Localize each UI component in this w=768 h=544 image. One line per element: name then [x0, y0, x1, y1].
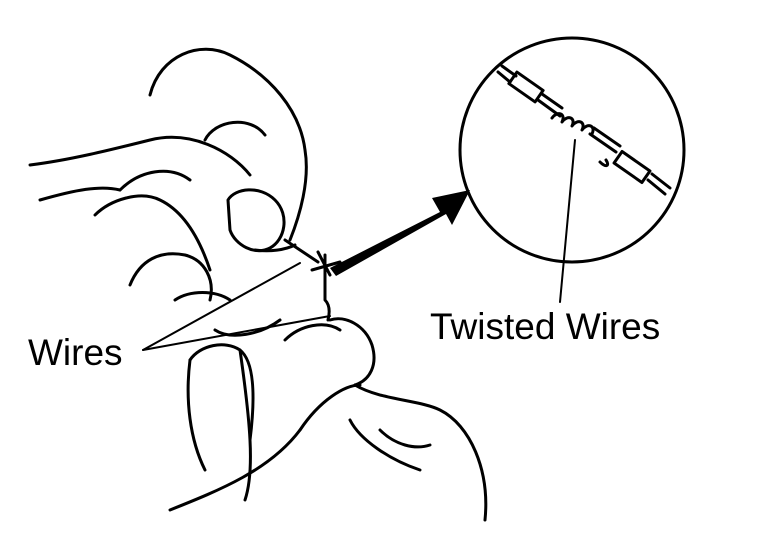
upper-hand [28, 47, 308, 337]
twisted-wires-label: Twisted Wires [430, 306, 661, 347]
wires-leader-lines [142, 262, 331, 351]
wires-label: Wires [28, 332, 123, 373]
twisted-wires-leader-line [559, 139, 576, 303]
wires [283, 238, 342, 322]
arrow-icon [330, 190, 470, 276]
lower-hand [168, 317, 488, 522]
magnified-inset [458, 36, 686, 264]
